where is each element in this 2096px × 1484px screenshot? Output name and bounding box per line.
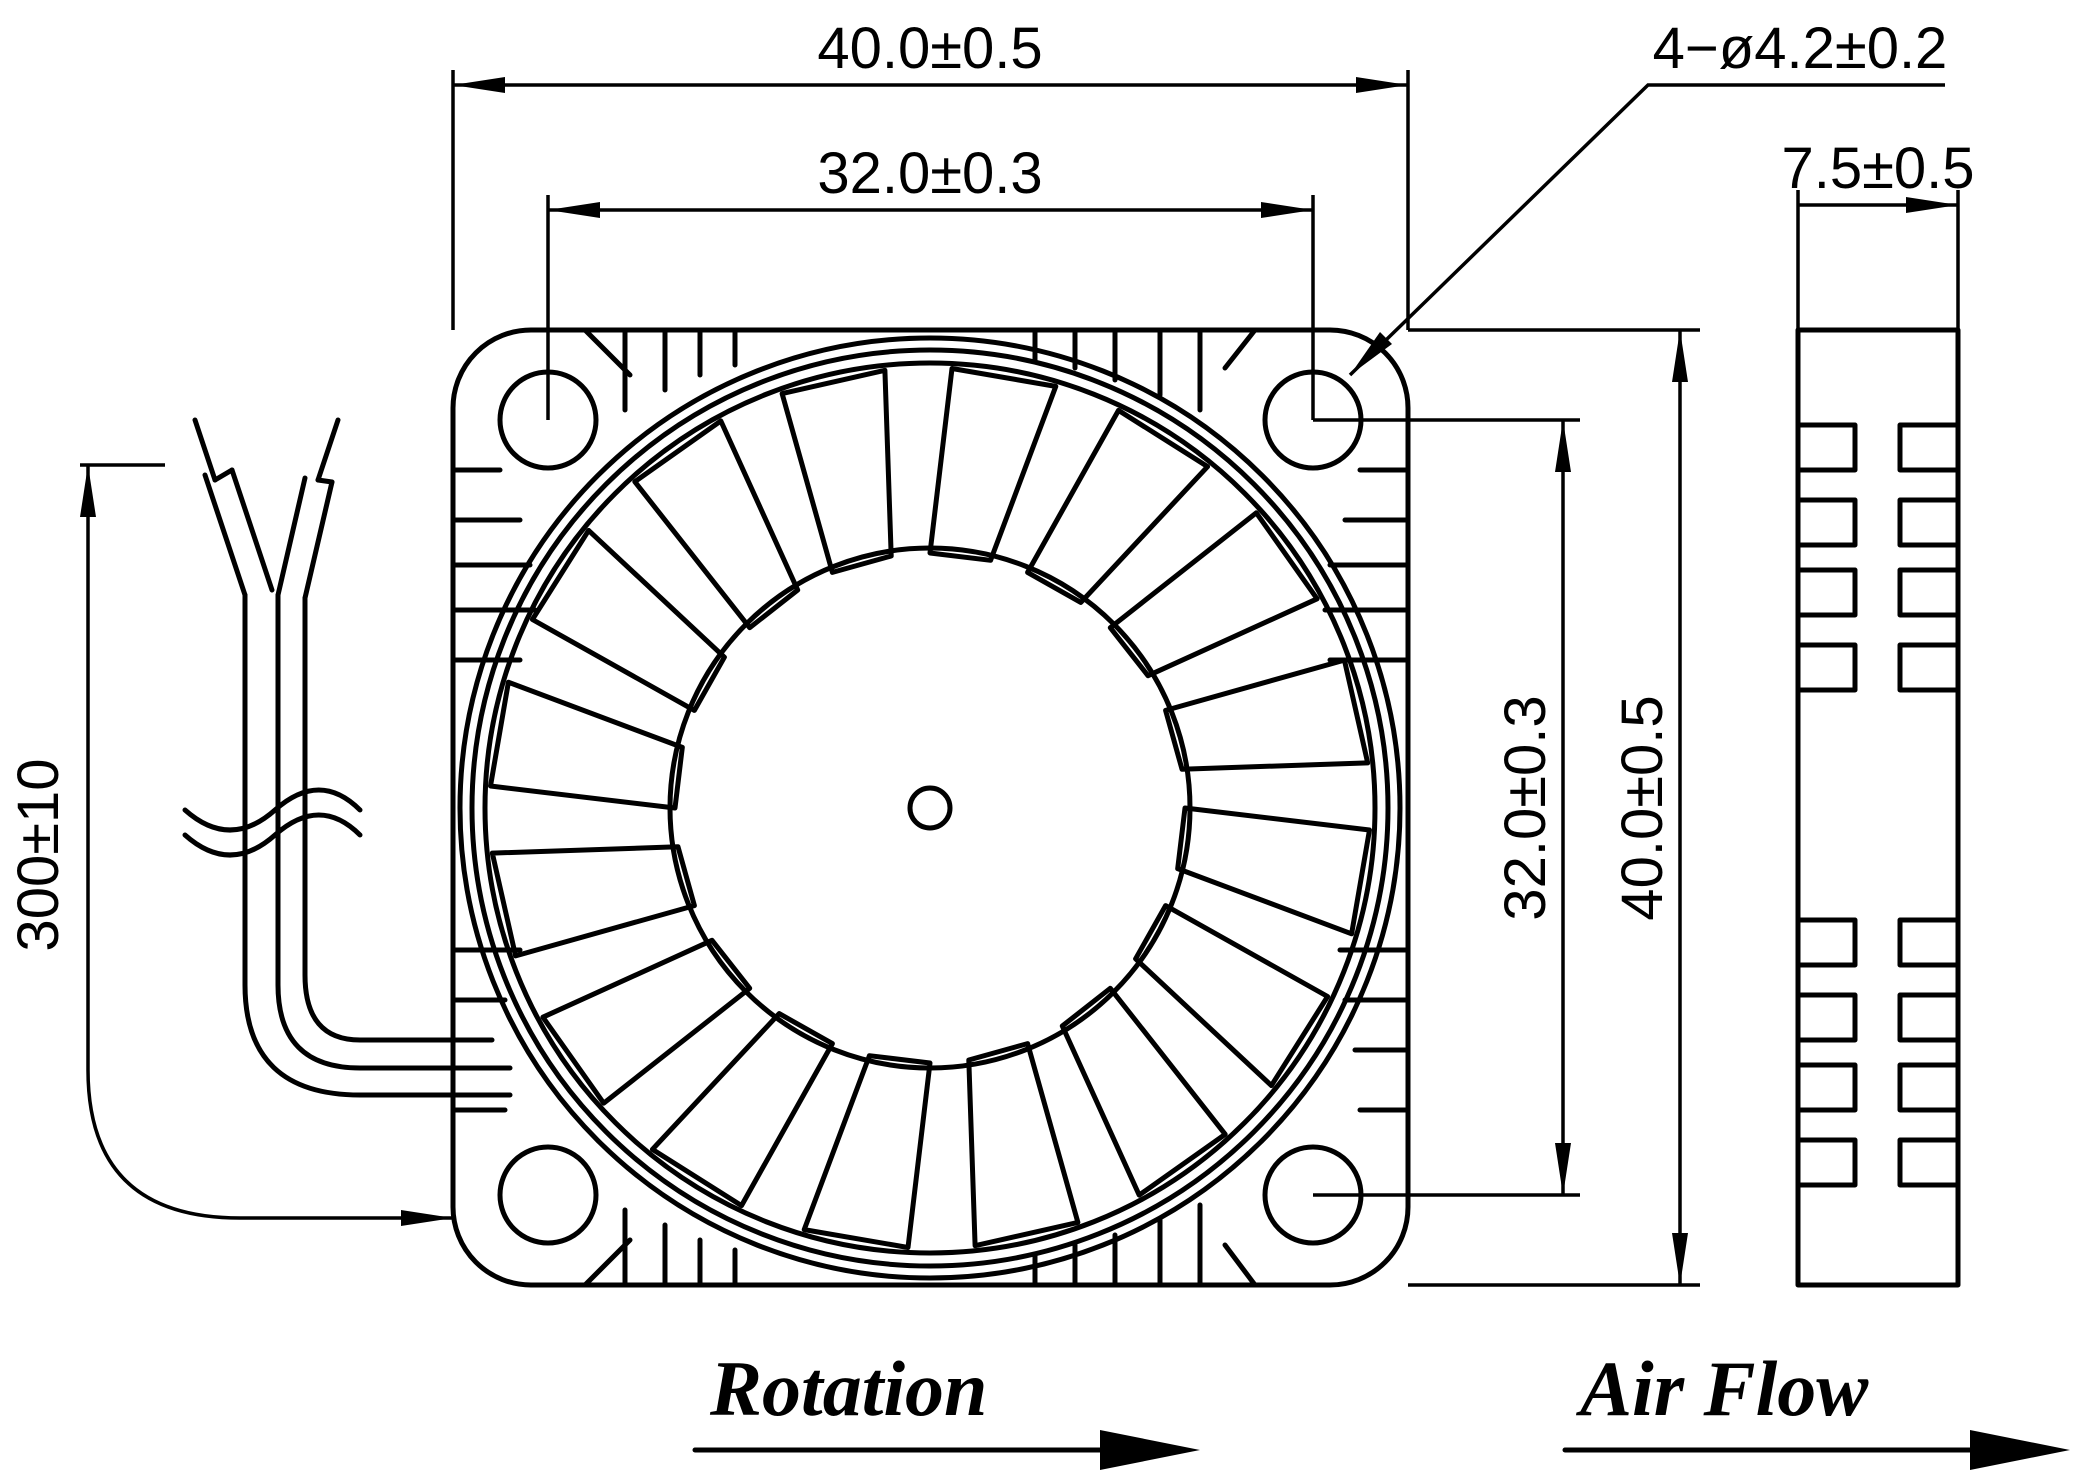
fan-blade	[488, 679, 685, 811]
side-frame	[1795, 327, 1961, 1288]
fan-blade	[1133, 903, 1331, 1089]
fan-front-view	[450, 327, 1411, 1288]
side-slot	[1795, 422, 1858, 473]
fan-frame	[450, 327, 1411, 1288]
side-slot	[1897, 497, 1961, 548]
side-slot	[1897, 422, 1961, 473]
dimension-lines: 40.0±0.5 32.0±0.3 4−ø4.2±0.2 7.5±0.5 32.…	[6, 16, 1975, 1287]
side-slot	[1795, 642, 1858, 693]
side-slot	[1897, 642, 1961, 693]
side-slot	[1795, 1062, 1858, 1113]
dim-overall-height: 40.0±0.5	[1610, 695, 1675, 920]
fan-blade	[966, 1041, 1081, 1249]
side-slot	[1795, 1137, 1858, 1188]
fan-blade	[1175, 805, 1372, 937]
fan-blade	[1025, 407, 1211, 605]
frame-fins-top	[582, 327, 1258, 413]
side-slots	[1795, 422, 1961, 1188]
side-slot	[1795, 497, 1858, 548]
fan-shroud-ring-outer	[457, 335, 1403, 1281]
side-slot	[1897, 1137, 1961, 1188]
air-flow-label: Air Flow	[1575, 1345, 1869, 1432]
air-flow-arrow	[1970, 1430, 2070, 1470]
fan-blades	[488, 366, 1372, 1250]
frame-fins-bottom	[582, 1202, 1258, 1288]
fan-hub	[667, 545, 1193, 1071]
mounting-hole-bottom-left	[497, 1144, 599, 1246]
side-slot	[1897, 567, 1961, 618]
fan-side-view	[1795, 327, 1961, 1288]
hub-center-hole	[907, 785, 953, 831]
dim-thickness: 7.5±0.5	[1781, 136, 1974, 201]
side-slot	[1795, 567, 1858, 618]
fan-blade	[1059, 985, 1228, 1198]
fan-shroud-ring-inner	[482, 360, 1378, 1256]
side-slot	[1897, 992, 1961, 1043]
dim-hole-spacing-height: 32.0±0.3	[1493, 695, 1558, 920]
fan-blade	[632, 418, 801, 631]
fan-blade	[540, 937, 753, 1106]
fan-blade	[779, 367, 894, 575]
fan-shroud-ring-middle	[469, 347, 1391, 1269]
rotation-arrow	[1100, 1430, 1200, 1470]
dim-hole-spacing-width: 32.0±0.3	[817, 141, 1042, 206]
side-slot	[1795, 917, 1858, 968]
direction-labels: Rotation Air Flow	[692, 1345, 2070, 1470]
rotation-label: Rotation	[709, 1345, 987, 1432]
frame-fins-right	[1322, 467, 1411, 1113]
side-slot	[1897, 917, 1961, 968]
fan-blade	[649, 1011, 835, 1209]
dim-lead-length: 300±10	[6, 758, 71, 951]
fan-blade	[489, 844, 697, 959]
fan-blade	[801, 1053, 933, 1250]
fan-blade	[927, 366, 1059, 563]
side-slot	[1795, 992, 1858, 1043]
fan-blade	[529, 527, 727, 713]
dim-overall-width: 40.0±0.5	[817, 16, 1042, 81]
lead-wires	[182, 417, 513, 1098]
fan-blade	[1163, 657, 1371, 772]
side-slot	[1897, 1062, 1961, 1113]
fan-blade	[1107, 510, 1320, 679]
dim-hole-callout: 4−ø4.2±0.2	[1653, 16, 1948, 81]
